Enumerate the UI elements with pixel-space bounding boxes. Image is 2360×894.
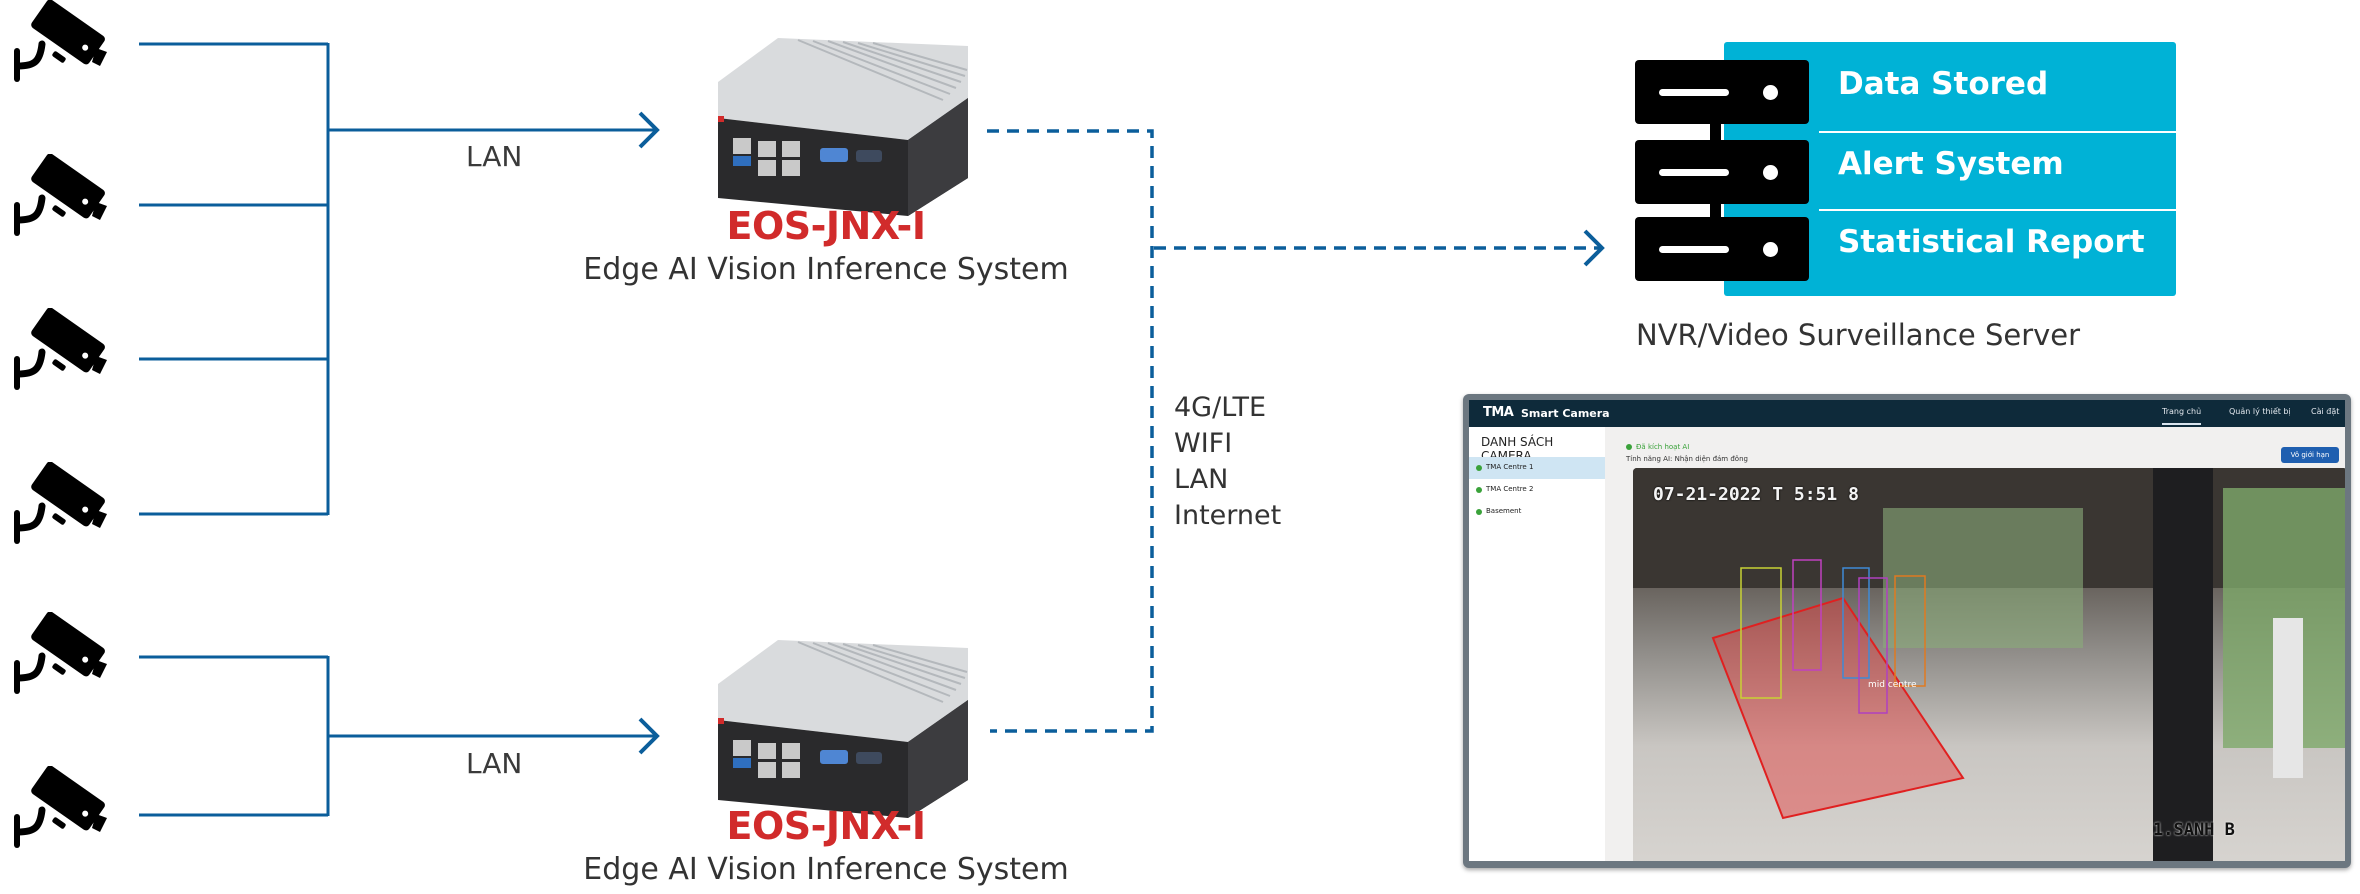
camera-item-tma-centre-2[interactable]: TMA Centre 2 [1469, 479, 1605, 501]
camera-item-tma-centre-1[interactable]: TMA Centre 1 [1469, 457, 1605, 479]
camera-video-feed: 07-21-2022 T 5:51 8 1.SANH B mid centre [1633, 468, 2345, 861]
app-title: Smart Camera [1521, 407, 1610, 420]
edge-device-top-image [718, 38, 968, 216]
camera-item-basement[interactable]: Basement [1469, 501, 1605, 523]
feature-divider [1819, 209, 2219, 211]
scene-door [1883, 508, 2083, 648]
feature-statistical-report: Statistical Report [1838, 224, 2145, 260]
edge-device-bottom-name: EOS-JNX-I [726, 804, 926, 848]
feature-alert-system: Alert System [1838, 146, 2064, 182]
scene-kiosk [2273, 618, 2303, 778]
network-option: 4G/LTE [1174, 392, 1267, 423]
nav-settings[interactable]: Cài đặt [2311, 407, 2340, 416]
top-lan-label: LAN [466, 140, 523, 173]
top-lan-arrow [638, 111, 660, 149]
nav-device-management[interactable]: Quản lý thiết bị [2229, 407, 2291, 416]
feature-data-stored: Data Stored [1838, 66, 2049, 102]
online-status-icon [1476, 465, 1482, 471]
online-status-icon [1476, 509, 1482, 515]
video-timestamp: 07-21-2022 T 5:51 8 [1653, 484, 1859, 505]
detection-box [1842, 567, 1870, 679]
detection-box [1740, 567, 1782, 699]
scene-pillar [2153, 468, 2213, 861]
nav-home[interactable]: Trang chủ [2162, 407, 2202, 425]
edge-device-top-name: EOS-JNX-I [726, 204, 926, 248]
detection-zone [1711, 596, 1965, 820]
cctv-camera-icon [12, 765, 108, 850]
camera-item-label: Basement [1486, 507, 1522, 515]
unlimited-button[interactable]: Vô giới hạn [2281, 447, 2339, 463]
cctv-camera-icon [12, 611, 108, 696]
camera-item-label: TMA Centre 1 [1486, 463, 1534, 471]
camera-item-label: TMA Centre 2 [1486, 485, 1534, 493]
edge-device-top-description: Edge AI Vision Inference System [583, 252, 1069, 287]
zone-label: mid centre [1868, 680, 1917, 690]
network-option: WIFI [1174, 428, 1233, 459]
network-option: LAN [1174, 464, 1229, 495]
bottom-lan-arrow [638, 717, 660, 755]
detection-box [1894, 575, 1926, 687]
server-arrow [1583, 229, 1605, 267]
network-options: 4G/LTE WIFI LAN Internet [1174, 390, 1281, 534]
feature-divider [1819, 131, 2219, 133]
network-option: Internet [1174, 500, 1282, 531]
video-scene [1633, 468, 2345, 861]
edge-device-bottom-image [718, 640, 968, 818]
online-status-icon [1476, 487, 1482, 493]
cctv-camera-icon [12, 461, 108, 546]
camera-sidebar: DANH SÁCH CAMERA TMA Centre 1 TMA Centre… [1469, 427, 1605, 861]
top-device-uplink [987, 129, 1154, 733]
detection-box [1792, 559, 1822, 671]
ai-status-text: Đã kích hoạt AI [1636, 443, 1690, 451]
edge-device-bottom-description: Edge AI Vision Inference System [583, 852, 1069, 887]
ai-status: Đã kích hoạt AI [1626, 443, 1689, 451]
smart-camera-app-window: TMA Smart Camera Trang chủ Quản lý thiết… [1463, 394, 2351, 868]
status-dot-icon [1626, 444, 1632, 450]
cctv-camera-icon [12, 307, 108, 392]
ai-feature: Tính năng AI: Nhận diện đám đông [1626, 455, 1748, 463]
detection-box [1858, 577, 1888, 714]
video-location: 1.SANH B [2153, 820, 2235, 840]
bottom-lan-label: LAN [466, 747, 523, 780]
tma-logo: TMA [1483, 405, 1514, 420]
cctv-camera-icon [12, 0, 108, 84]
cctv-camera-icon [12, 153, 108, 238]
app-header: TMA Smart Camera Trang chủ Quản lý thiết… [1469, 400, 2345, 427]
server-caption: NVR/Video Surveillance Server [1636, 318, 2081, 352]
